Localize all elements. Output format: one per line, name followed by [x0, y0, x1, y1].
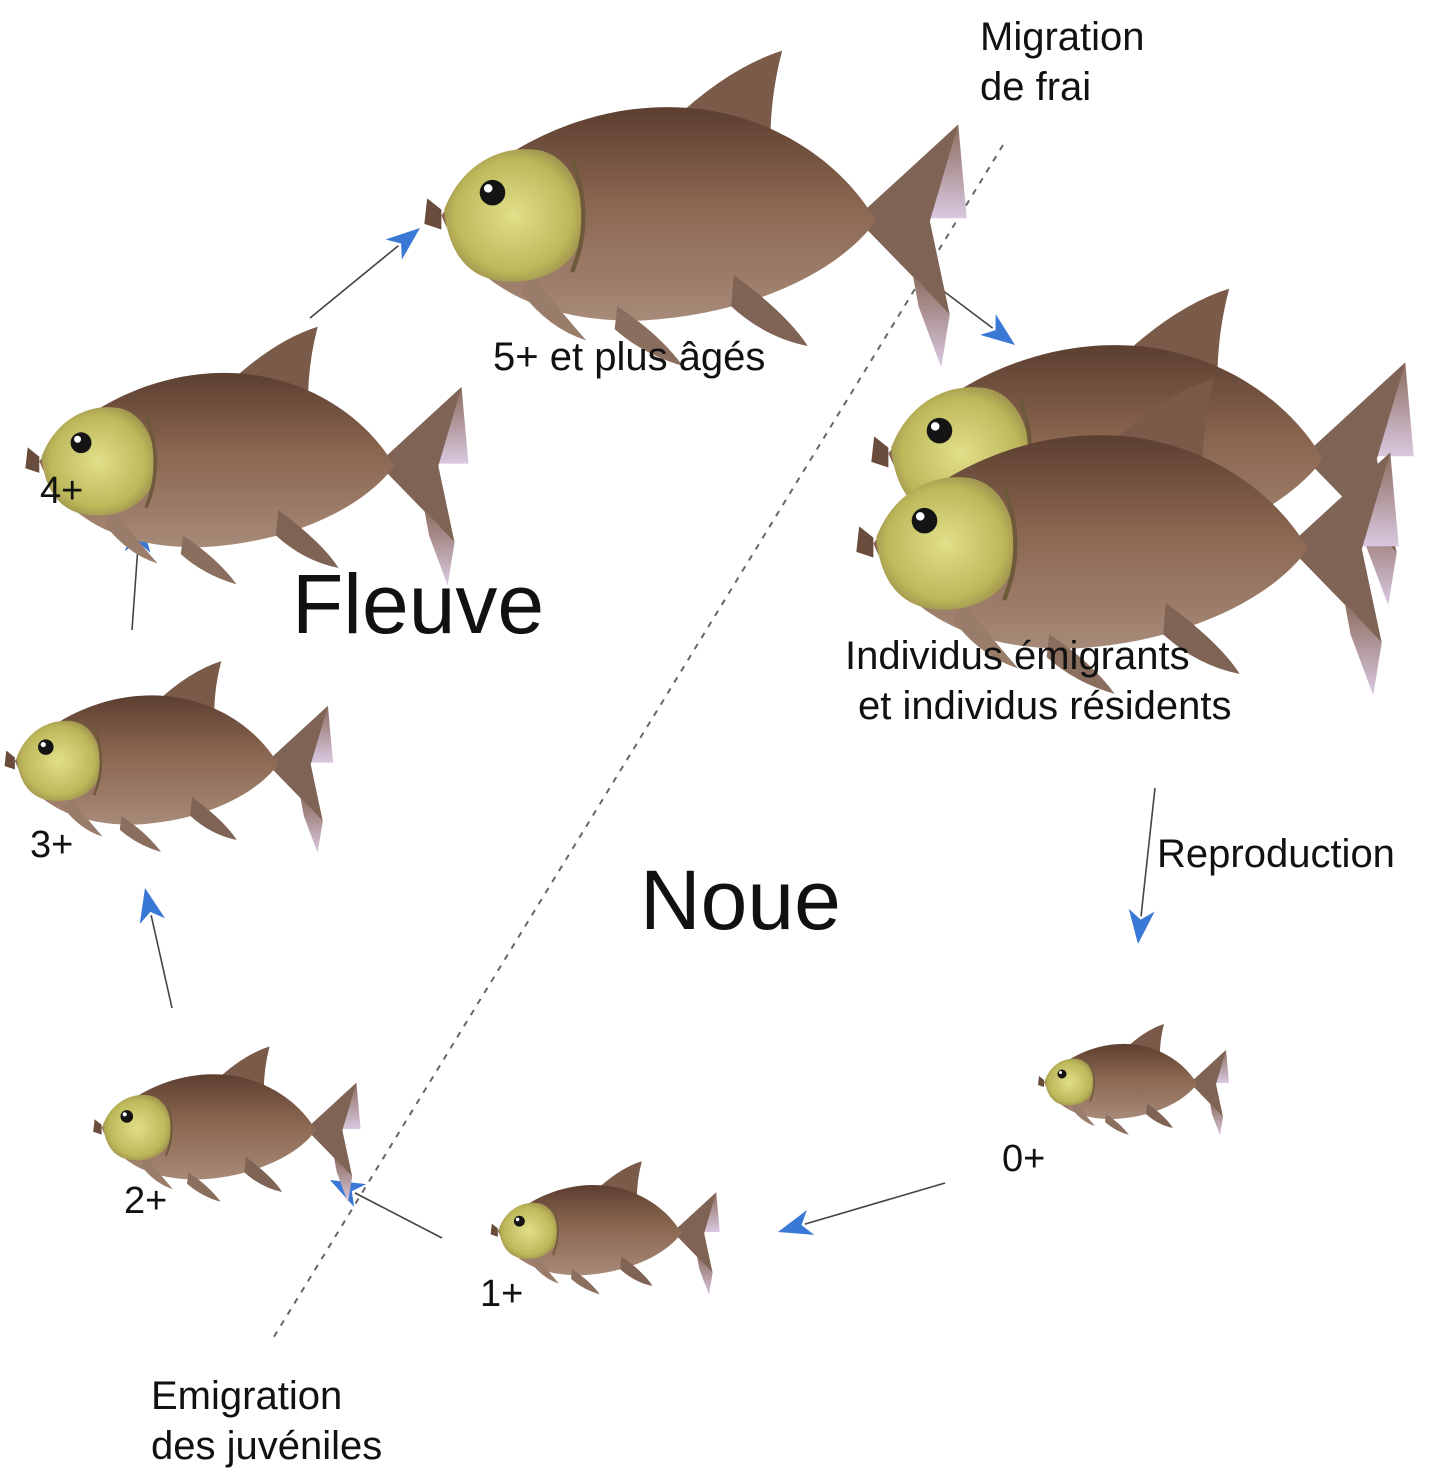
- fish-age0: [1038, 1024, 1229, 1136]
- stage-label-age3: 3+: [30, 826, 73, 864]
- stage-label-age2: 2+: [124, 1182, 167, 1220]
- reproduction-label: Reproduction: [1157, 829, 1395, 879]
- arrow-age0-to-age1-shaft: [805, 1183, 945, 1224]
- stage-label-age0: 0+: [1002, 1140, 1045, 1178]
- arrow-age4-to-age5-head: [385, 228, 420, 260]
- arrow-age4-to-age5-shaft: [310, 246, 398, 318]
- arrow-age5-to-adults-head: [980, 314, 1015, 345]
- fish-age4: [25, 327, 468, 586]
- zone-label-river: Fleuve: [292, 562, 544, 646]
- spawning-migration-line-1: Migration: [980, 12, 1145, 62]
- stage-label-age1: 1+: [480, 1275, 523, 1313]
- arrow-age2-to-age3-shaft: [151, 915, 172, 1008]
- adults-line-2: et individus résidents: [845, 681, 1232, 731]
- adults-label: Individus émigrants et individus résiden…: [845, 631, 1232, 731]
- fish-age5: [424, 51, 966, 368]
- stage-label-age5: 5+ et plus âgés: [493, 332, 765, 382]
- spawning-migration-line-2: de frai: [980, 62, 1145, 112]
- juvenile-emigration-label: Emigration des juvéniles: [151, 1371, 382, 1471]
- stage-label-age4: 4+: [40, 472, 83, 510]
- adults-line-1: Individus émigrants: [845, 631, 1232, 681]
- arrow-age1-to-age2-shaft: [355, 1193, 442, 1238]
- fish-age1: [491, 1161, 720, 1295]
- zone-label-floodplain: Noue: [640, 858, 841, 942]
- spawning-migration-label: Migration de frai: [980, 12, 1145, 112]
- arrow-reproduction-shaft: [1141, 788, 1155, 916]
- juvenile-emigration-line-2: des juvéniles: [151, 1421, 382, 1471]
- juvenile-emigration-line-1: Emigration: [151, 1371, 382, 1421]
- arrow-age3-to-age4-shaft: [132, 546, 138, 630]
